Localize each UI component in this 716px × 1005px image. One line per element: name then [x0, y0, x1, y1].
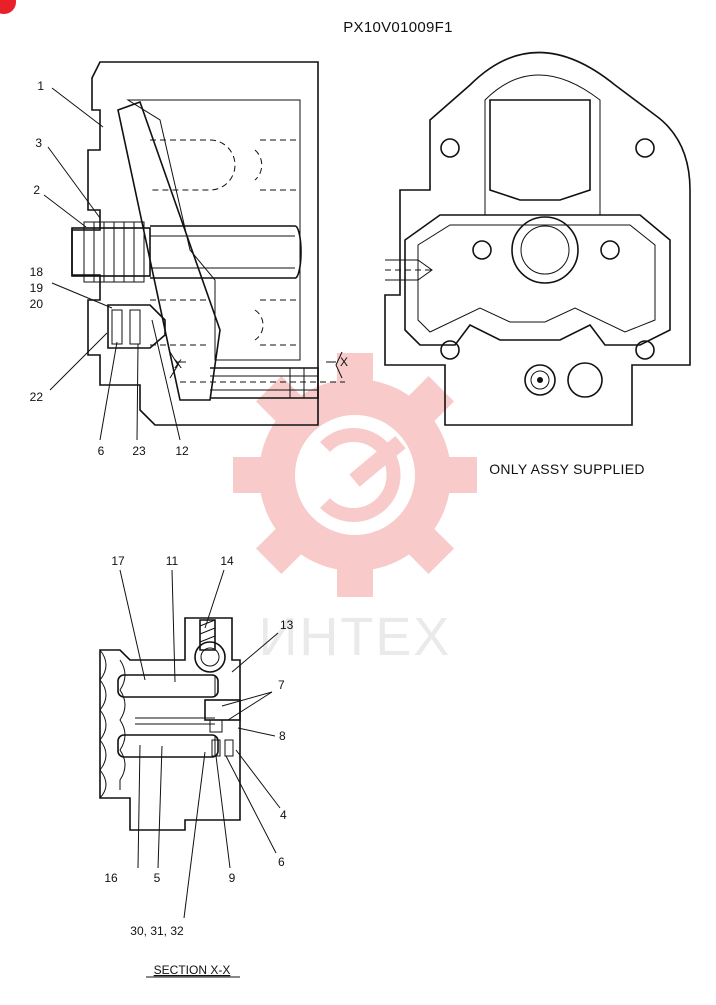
section-marker-left: X — [174, 357, 182, 371]
drawing-code: PX10V01009F1 — [343, 19, 453, 36]
callout-12: 12 — [175, 444, 189, 458]
callout-14: 14 — [220, 554, 234, 568]
watermark-text: ИНТЕХ — [259, 607, 452, 667]
callout-7: 7 — [278, 678, 285, 692]
callout-8: 8 — [279, 729, 286, 743]
section-marker-right: X — [340, 355, 348, 369]
callout-9: 9 — [229, 871, 236, 885]
section-view — [99, 617, 241, 831]
callout-11: 11 — [166, 554, 179, 568]
callout-20: 20 — [30, 297, 44, 311]
callout-30-31-32: 30, 31, 32 — [130, 924, 184, 938]
corner-badge — [0, 0, 16, 14]
side-view: X X — [71, 61, 348, 426]
section-title: SECTION X-X — [154, 963, 231, 977]
callout-16: 16 — [104, 871, 118, 885]
callout-18: 18 — [30, 265, 44, 279]
callout-3: 3 — [35, 136, 42, 150]
watermark-logo: ИНТЕХ — [233, 353, 477, 667]
callout-1: 1 — [37, 79, 44, 93]
assembly-note: ONLY ASSY SUPPLIED — [489, 461, 645, 477]
front-view — [384, 51, 691, 426]
callout-22: 22 — [30, 390, 44, 404]
section-leaders — [119, 569, 281, 919]
callout-17: 17 — [111, 554, 125, 568]
callout-5: 5 — [154, 871, 161, 885]
callout-23: 23 — [132, 444, 146, 458]
side-view-leaders — [43, 87, 181, 441]
callout-13: 13 — [280, 618, 294, 632]
callout-6-section: 6 — [278, 855, 285, 869]
callout-2: 2 — [33, 183, 40, 197]
callout-19: 19 — [30, 281, 44, 295]
callout-4: 4 — [280, 808, 287, 822]
callout-6-top: 6 — [98, 444, 105, 458]
